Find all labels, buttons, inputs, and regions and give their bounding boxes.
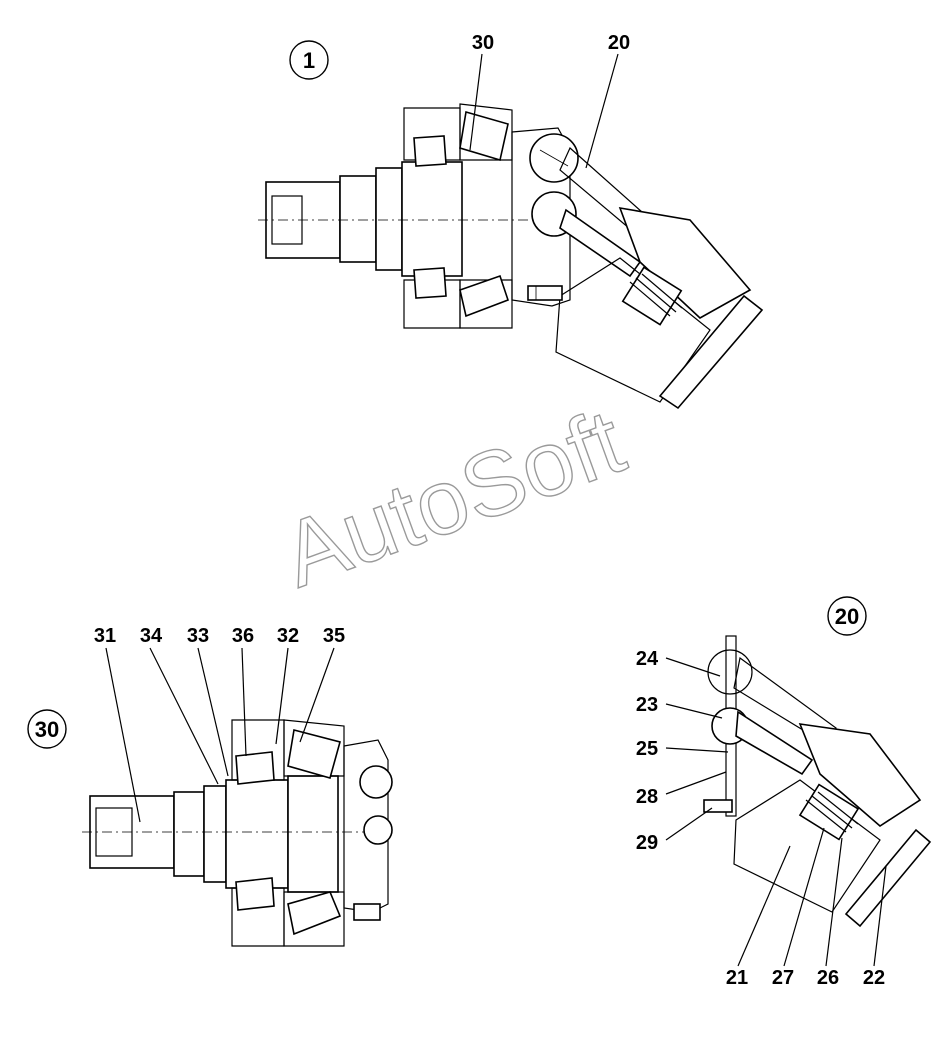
leader-lines bbox=[105, 53, 887, 967]
callout-30: 30 bbox=[472, 32, 494, 54]
watermark-text: AutoSoft bbox=[270, 390, 637, 607]
view-marker-30: 30 bbox=[27, 709, 67, 749]
callout-21: 21 bbox=[726, 967, 748, 989]
port-plate-30 bbox=[343, 739, 389, 913]
callout-24: 24 bbox=[636, 648, 659, 670]
cylinder-block-20 bbox=[733, 779, 881, 913]
view-marker-20: 20 bbox=[827, 596, 867, 636]
callout-22: 22 bbox=[863, 967, 885, 989]
assembly-view-1 bbox=[258, 103, 764, 410]
svg-text:30: 30 bbox=[35, 717, 59, 742]
swash-plate-20 bbox=[844, 828, 932, 928]
callout-31: 31 bbox=[94, 625, 116, 647]
swash-plate bbox=[658, 294, 764, 410]
cylinder-block bbox=[618, 206, 752, 319]
callout-28: 28 bbox=[636, 786, 658, 808]
callout-23: 23 bbox=[636, 694, 658, 716]
view-marker-1: 1 bbox=[289, 40, 329, 80]
callout-34: 34 bbox=[140, 625, 163, 647]
callouts-view-30: 31 34 33 36 32 35 bbox=[94, 625, 345, 647]
drive-shaft bbox=[339, 175, 377, 263]
callout-29: 29 bbox=[636, 832, 658, 854]
callout-32: 32 bbox=[277, 625, 299, 647]
svg-text:20: 20 bbox=[835, 604, 859, 629]
callout-27: 27 bbox=[772, 967, 794, 989]
port-plate bbox=[511, 127, 571, 307]
callouts-view-20: 24 23 25 28 29 21 27 26 22 bbox=[636, 648, 885, 989]
callout-36: 36 bbox=[232, 625, 254, 647]
callout-26: 26 bbox=[817, 967, 839, 989]
callout-25: 25 bbox=[636, 738, 658, 760]
callout-20: 20 bbox=[608, 32, 630, 54]
assembly-view-30 bbox=[82, 719, 393, 947]
roller-bearing-upper bbox=[413, 135, 447, 167]
svg-text:1: 1 bbox=[303, 48, 315, 73]
assembly-view-20 bbox=[703, 635, 932, 928]
callouts-view-1: 30 20 bbox=[472, 32, 630, 54]
callout-33: 33 bbox=[187, 625, 209, 647]
callout-35: 35 bbox=[323, 625, 345, 647]
